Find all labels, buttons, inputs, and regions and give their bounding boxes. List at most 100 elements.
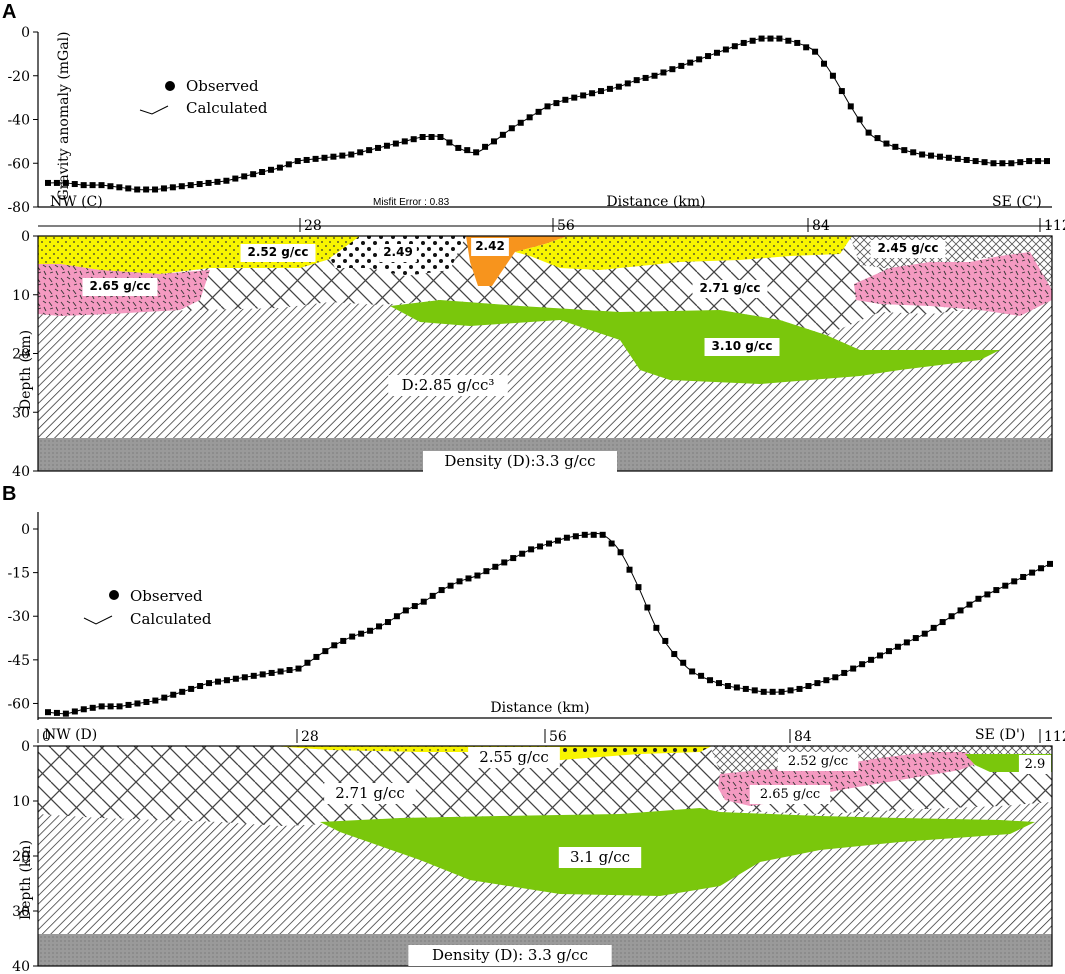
panel-a-observed-point (928, 152, 935, 159)
panel-b-observed-point (868, 656, 875, 663)
panel-a-observed-point (865, 129, 872, 136)
panel-a-unit-label-bg (692, 280, 768, 298)
panel-a-unit-label: 2.65 g/cc (90, 279, 151, 293)
panel-b-observed-point (143, 699, 150, 706)
panel-b-observed-point (599, 531, 606, 538)
panel-b-observed-point (492, 563, 499, 570)
panel-b-unit-label-bg (408, 945, 612, 966)
panel-b-distance-tick-label: 56 (549, 729, 567, 745)
panel-b-observed-point (751, 687, 758, 694)
panel-b-legend-calculated: Calculated (130, 610, 212, 628)
panel-a-observed-point (829, 72, 836, 79)
panel-a-observed-point (571, 94, 578, 101)
panel-a-observed-point (508, 125, 515, 132)
panel-b-observed-point (295, 665, 302, 672)
panel-b-observed-point (286, 667, 293, 674)
panel-a-unit-label-bg (870, 240, 946, 258)
panel-a-observed-point (642, 74, 649, 81)
panel-b-depth-tick-label: 0 (21, 739, 30, 755)
panel-b-observed-point (733, 684, 740, 691)
panel-b-observed-point (796, 685, 803, 692)
panel-b-observed-point (125, 701, 132, 708)
panel-b-observed-point (689, 668, 696, 675)
panel-b-observed-point (680, 659, 687, 666)
panel-a-observed-point (901, 147, 908, 154)
panel-b-observed-point (984, 591, 991, 598)
panel-a-unit-label: 2.71 g/cc (700, 281, 761, 295)
panel-b-observed-point (98, 703, 105, 710)
panel-b-gravity-ytick-label: -30 (7, 609, 30, 625)
panel-a-unit-2-52-east (515, 236, 852, 270)
panel-b-observed-point (877, 652, 884, 659)
panel-b-observed-point (313, 653, 320, 660)
panel-a-unit-label: 2.42 (475, 239, 505, 253)
panel-a-section: 010203040285684112 Depth (km) 2.52 g/cc2… (12, 218, 1065, 480)
panel-a-observed-point (107, 183, 114, 190)
panel-b-observed-point (80, 706, 87, 713)
panel-b-observed-point (384, 619, 391, 626)
panel-a-observed-point (223, 177, 230, 184)
panel-a-observed-point (178, 183, 185, 190)
panel-b-observed-point (89, 704, 96, 711)
panel-a-observed-point (874, 135, 881, 142)
panel-b-observed-point (859, 661, 866, 668)
panel-b-observed-point (179, 688, 186, 695)
panel-b-observed-point (71, 708, 78, 715)
panel-a-observed-point (473, 149, 480, 156)
panel-a-observed-point (535, 108, 542, 115)
panel-a-observed-point (651, 72, 658, 79)
panel-a-observed-point (80, 182, 87, 189)
panel-a-observed-point (713, 49, 720, 56)
panel-letter-b: B (2, 483, 16, 505)
panel-b-observed-point (581, 531, 588, 538)
panel-a-legend-observed-marker (165, 81, 175, 91)
panel-b-observed-point (420, 598, 427, 605)
panel-a-observed-point (1044, 158, 1050, 165)
panel-b-observed-point (116, 703, 123, 710)
panel-a-observed-point (669, 66, 676, 73)
panel-a-observed-point (276, 164, 283, 171)
panel-b-observed-point (411, 603, 418, 610)
panel-a-observed-point (53, 179, 60, 186)
panel-a-misfit: Misfit Error : 0.83 (373, 197, 450, 208)
panel-b-unit-label: 2.9 (1025, 757, 1046, 772)
panel-a-observed-point (785, 37, 792, 44)
panel-a-observed-point (847, 103, 854, 110)
panel-a-unit-label: Density (D):3.3 g/cc (444, 452, 595, 470)
panel-b-observed-point (250, 672, 257, 679)
panel-b-unit-3-1 (320, 808, 1035, 896)
panel-a-gravity-ytick-label: -80 (7, 200, 30, 216)
panel-b-observed-point (331, 642, 338, 649)
panel-b-unit-label: 2.52 g/cc (788, 754, 848, 769)
panel-a-observed-point (187, 182, 194, 189)
panel-b-depth-tick-label: 40 (12, 959, 30, 974)
panel-b-observed-point (358, 630, 365, 637)
panel-a-observed-point (232, 175, 239, 182)
panel-a-observed-point (910, 149, 917, 156)
panel-a-unit-label-bg (388, 375, 508, 396)
panel-b-distance-tick-label: 0 (42, 729, 51, 745)
panel-a-gravity-ytick-label: -60 (7, 156, 30, 172)
panel-b-legend-observed: Observed (130, 587, 203, 605)
panel-a-observed-point (375, 144, 382, 151)
panel-b-unit-label-bg (558, 847, 642, 868)
panel-b-unit-label: Density (D): 3.3 g/cc (432, 946, 588, 964)
panel-b-observed-point (134, 700, 141, 707)
panel-b-observed-point (894, 643, 901, 650)
panel-b-distance-tick-label: 84 (794, 729, 812, 745)
panel-b-section: 0102030400285684112 Depth (km) 2.55 g/cc… (12, 729, 1065, 974)
panel-a-observed-point (624, 80, 631, 87)
panel-a-left-label: NW (C) (50, 194, 103, 210)
panel-a-observed-point (776, 35, 783, 42)
panel-a-depth-tick-label: 20 (12, 347, 30, 363)
panel-b-observed-point (1029, 569, 1036, 576)
panel-b-observed-point (277, 668, 284, 675)
panel-a-observed-point (330, 153, 337, 160)
panel-a-observed-point (705, 53, 712, 60)
panel-a-right-label: SE (C') (992, 194, 1042, 210)
panel-a-observed-point (71, 181, 78, 188)
panel-b-observed-point (1047, 560, 1053, 567)
panel-a-unit-label: 2.49 (383, 245, 413, 259)
panel-b-observed-point (966, 601, 973, 608)
